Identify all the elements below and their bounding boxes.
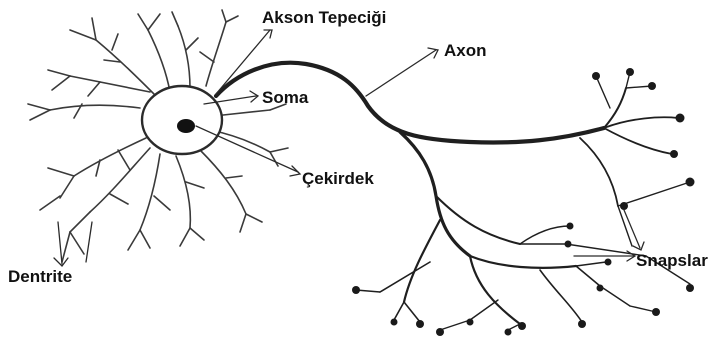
synaptic-terminals (352, 68, 695, 336)
label-snapslar: Snapslar (636, 251, 708, 270)
label-akson-tepecigi: Akson Tepeciği (262, 8, 386, 27)
label-axon: Axon (444, 41, 487, 60)
label-dentrite: Dentrite (8, 267, 72, 286)
label-soma: Soma (262, 88, 309, 107)
label-pointers (54, 30, 644, 266)
label-cekirdek: Çekirdek (302, 169, 374, 188)
nucleus (177, 119, 195, 133)
